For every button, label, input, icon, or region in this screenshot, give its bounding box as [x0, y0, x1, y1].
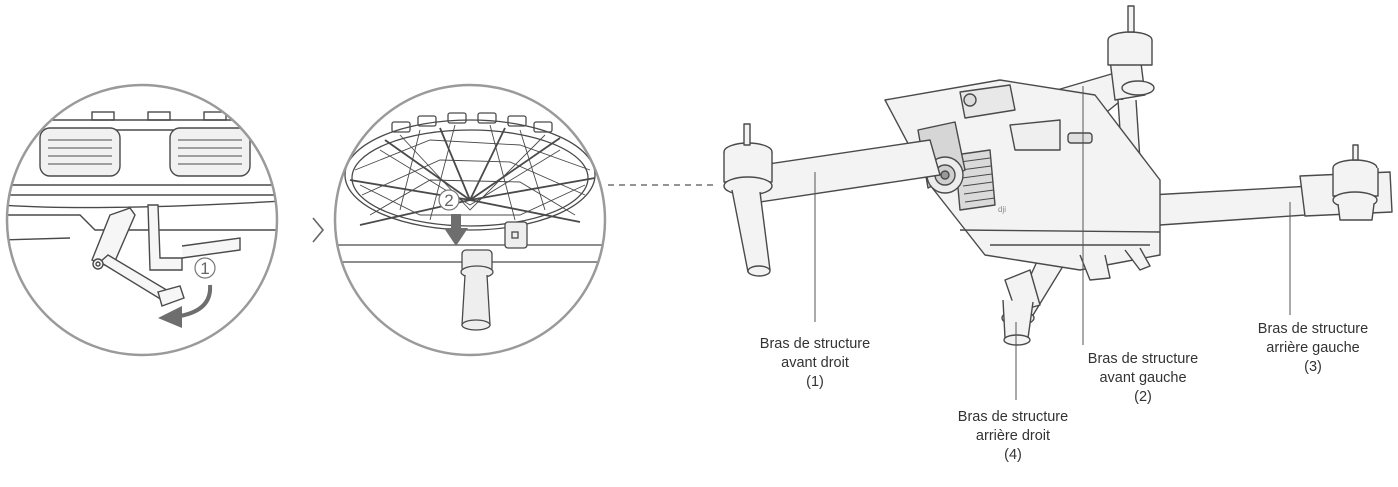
step-2-marker: 2: [438, 189, 460, 211]
detail-circle-latch: 1: [5, 83, 279, 357]
cage-slots: [391, 112, 553, 133]
arm-front-right: [723, 123, 941, 277]
svg-text:1: 1: [200, 259, 209, 278]
vent-left: [39, 127, 121, 177]
latch-bracket: [147, 204, 241, 271]
leader-lines: [814, 86, 1291, 400]
drone-illustration: dji: [723, 5, 1393, 346]
svg-text:2: 2: [444, 191, 453, 210]
curved-arrow-icon: [158, 284, 213, 328]
label-front-right-arm: Bras de structure avant droit (1): [759, 336, 871, 390]
down-arrow-icon: [444, 214, 468, 246]
arm-rear-right: [1001, 254, 1069, 346]
frame-slot: [91, 111, 227, 121]
vent-right: [169, 127, 251, 177]
vent-grille: [954, 149, 996, 211]
svg-text:dji: dji: [998, 205, 1006, 214]
arm-rear-left: [1149, 144, 1393, 226]
guard-mesh: [354, 124, 591, 221]
chevron-right-icon: [312, 217, 325, 243]
step-1-marker: 1: [194, 257, 216, 279]
motor: [460, 221, 528, 331]
label-rear-left-arm: Bras de structure arrière gauche (3): [1257, 321, 1369, 375]
latch-arm: [91, 207, 185, 307]
detail-circle-guard: 2: [333, 83, 607, 357]
label-rear-right-arm: Bras de structure arrière droit (4): [957, 409, 1069, 463]
label-front-left-arm: Bras de structure avant gauche (2): [1087, 351, 1199, 405]
